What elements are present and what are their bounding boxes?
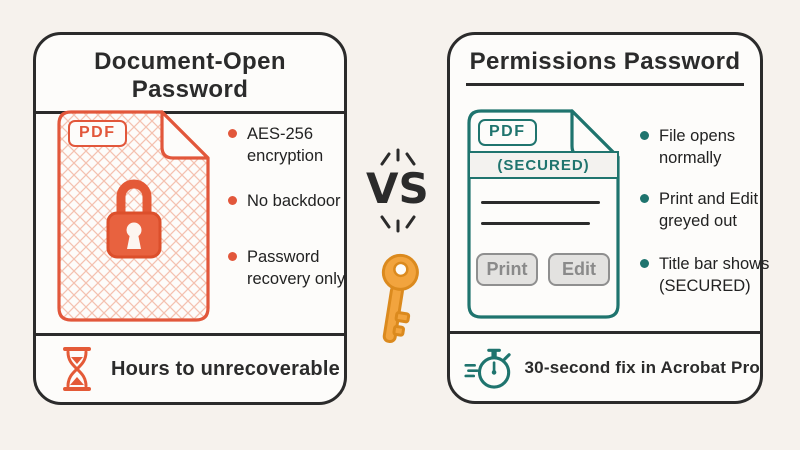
right-panel-title: Permissions Password	[465, 48, 745, 86]
padlock-icon	[106, 179, 162, 259]
list-item: Password recovery only	[228, 246, 382, 291]
greyed-button-row: Print Edit	[476, 253, 610, 286]
key-icon	[381, 253, 419, 344]
permissions-panel: Permissions Password PDF (SECURED) Print…	[447, 32, 769, 404]
list-item: No backdoor	[228, 190, 382, 212]
bullet-label: File opens normally	[659, 127, 736, 168]
bullet-dot	[228, 129, 237, 138]
right-title-wrap: Permissions Password	[450, 48, 760, 86]
locked-pdf-document-illustration: PDF	[56, 109, 211, 323]
bullet-dot	[640, 194, 649, 203]
pdf-badge: PDF	[478, 119, 537, 146]
bullet-label: Print and Edit greyed out	[659, 190, 759, 231]
bullet-dot	[640, 259, 649, 268]
sparkle-top-icon	[380, 148, 416, 166]
right-footer-text: 30-second fix in Acrobat Pro	[524, 357, 760, 377]
list-item: Print and Edit greyed out	[640, 188, 794, 233]
left-panel-title: Document-Open Password	[36, 48, 344, 114]
list-item: AES-256 encryption	[228, 123, 382, 168]
list-item: Title bar shows (SECURED)	[640, 253, 794, 298]
document-open-panel: Document-Open Password PDF	[33, 32, 347, 405]
stopwatch-icon	[464, 348, 511, 389]
bullet-label: Title bar shows (SECURED)	[659, 255, 770, 296]
bullet-label: AES-256 encryption	[247, 125, 324, 166]
vs-label: VS	[366, 164, 429, 213]
secured-pdf-document-illustration: PDF (SECURED) Print Edit	[466, 108, 621, 320]
left-panel-footer: Hours to unrecoverable	[36, 333, 344, 402]
hourglass-icon	[63, 347, 91, 391]
edit-button-disabled: Edit	[548, 253, 610, 286]
left-footer-text: Hours to unrecoverable	[111, 357, 340, 380]
pdf-badge: PDF	[68, 120, 127, 147]
left-title-wrap: Document-Open Password	[36, 48, 344, 114]
text-line-decoration	[481, 201, 600, 204]
text-line-decoration	[481, 222, 590, 225]
bullet-dot	[228, 252, 237, 261]
bullet-dot	[228, 196, 237, 205]
sparkle-bottom-icon	[380, 215, 416, 233]
bullet-dot	[640, 131, 649, 140]
bullet-label: No backdoor	[247, 192, 341, 210]
right-panel-footer: 30-second fix in Acrobat Pro	[450, 331, 760, 401]
print-button-disabled: Print	[476, 253, 538, 286]
list-item: File opens normally	[640, 125, 794, 170]
secured-title-bar: (SECURED)	[468, 151, 619, 179]
bullet-label: Password recovery only	[247, 248, 346, 289]
